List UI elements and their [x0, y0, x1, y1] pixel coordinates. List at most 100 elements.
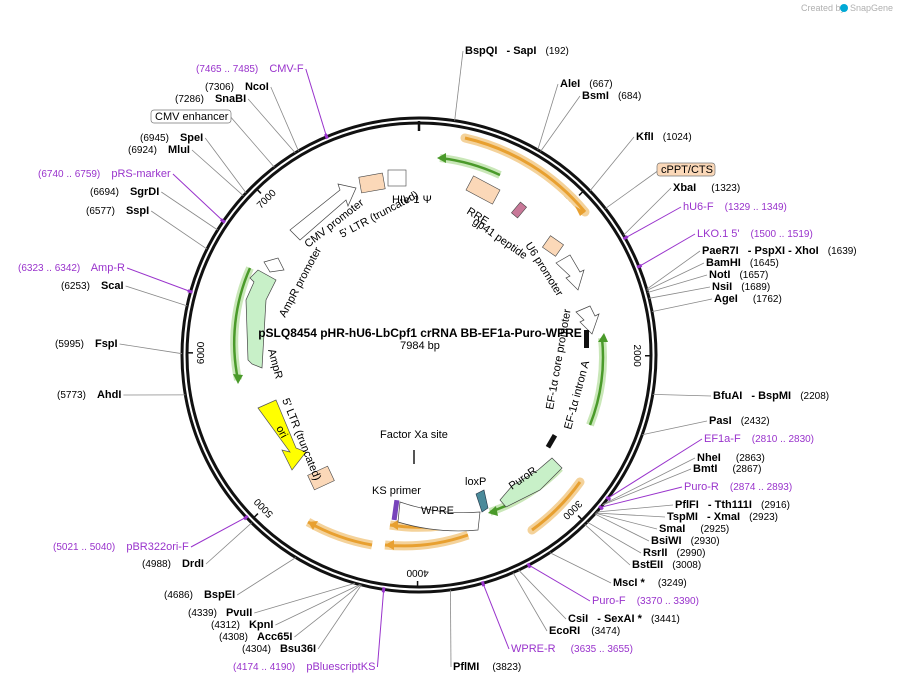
site-leader-line — [638, 233, 696, 267]
ks-primer-marker — [391, 499, 400, 521]
site-leader-line — [549, 552, 612, 584]
green-arc-4-head — [233, 374, 243, 384]
site-label-smai: SmaI (2925) — [659, 523, 729, 535]
site-leader-line — [204, 137, 247, 194]
ltr-box-top — [358, 172, 386, 194]
site-leader-line — [294, 584, 361, 638]
ruler-tick — [252, 513, 259, 519]
site-label-prsmarker: (6740 .. 6759) pRS-marker — [38, 168, 171, 180]
hiv1-psi-label: HIV-1 Ψ — [392, 194, 432, 206]
site-label-ef1af: EF1a-F (2810 .. 2830) — [704, 433, 814, 445]
site-leader-line — [595, 512, 666, 518]
created-by-text: Created by — [801, 3, 846, 13]
site-label-mlui: (6924) MluI — [128, 144, 190, 156]
site-label-pbluescriptks: (4174 .. 4190) pBluescriptKS — [233, 661, 375, 673]
primer-site-marker — [324, 133, 329, 140]
primer-site-marker — [526, 562, 532, 569]
site-label-ecori: EcoRI (3474) — [549, 625, 620, 637]
ltr-box-bottom — [307, 465, 335, 491]
site-label-bmti: BmtI (2867) — [693, 463, 761, 475]
site-leader-line — [589, 136, 635, 192]
plasmid-title: pSLQ8454 pHR-hU6-LbCpf1 crRNA BB-EF1a-Pu… — [258, 326, 582, 352]
site-label-xbai: XbaI (1323) — [673, 182, 740, 194]
ks-primer-label: KS primer — [372, 485, 421, 497]
site-label-sspi: (6577) SspI — [86, 205, 149, 217]
orange-arc-1 — [464, 136, 587, 213]
site-label-cmv-enhancer: CMV enhancer — [155, 111, 229, 123]
green-arc-3-head — [488, 506, 498, 516]
snapgene-watermark: Created by SnapGene — [801, 3, 893, 13]
ruler-tick — [577, 515, 584, 522]
site-label-pbr322orif: (5021 .. 5040) pBR322ori-F — [53, 541, 189, 553]
site-label-bspqi: BspQI - SapI (192) — [465, 45, 569, 57]
gp41-box — [511, 201, 527, 219]
site-leader-line — [275, 584, 361, 626]
site-label-nsii: NsiI (1689) — [712, 281, 770, 293]
site-label-kpni: (4312) KpnI — [211, 619, 273, 631]
ruler-label: 6000 — [196, 341, 207, 364]
site-label-sgrdi: (6694) SgrDI — [90, 186, 159, 198]
site-leader-line — [602, 457, 696, 505]
ef1a-core-promoter-label: EF-1α core promoter — [544, 308, 574, 411]
ruler-tick — [578, 189, 585, 196]
site-leader-line — [247, 98, 296, 154]
site-label-cmvf: (7465 .. 7485) CMV-F — [196, 63, 304, 75]
wpre-label: WPRE — [421, 505, 454, 517]
feature-shapes — [245, 169, 600, 532]
site-leader-line — [454, 50, 464, 121]
ori-arrow — [257, 399, 307, 471]
snapgene-logo-icon — [840, 4, 848, 12]
site-leader-line — [586, 521, 642, 554]
site-label-spei: (6945) SpeI — [140, 132, 203, 144]
site-leader-line — [172, 173, 224, 222]
site-leader-line — [647, 274, 708, 293]
site-leader-line — [584, 524, 631, 566]
loxp-box — [475, 489, 489, 513]
site-label-puror: Puro-R (2874 .. 2893) — [684, 481, 792, 493]
site-leader-line — [317, 584, 362, 650]
site-label-bfuai: BfuAI - BspMI (2208) — [713, 390, 829, 402]
site-label-snabi: (7286) SnaBI — [175, 93, 246, 105]
u6-box — [542, 235, 564, 257]
site-leader-line — [376, 589, 385, 668]
site-leader-line — [595, 512, 658, 530]
site-label-drdi: (4988) DrdI — [142, 558, 204, 570]
ampr-promoter-arrow — [263, 257, 285, 273]
green-arc-2-head — [598, 333, 608, 342]
rre-box — [465, 175, 501, 205]
site-label-pasi: PasI (2432) — [709, 415, 770, 427]
site-leader-line — [190, 516, 247, 548]
ef1a-marker-1 — [584, 330, 589, 348]
site-label-scai: (6253) ScaI — [61, 280, 124, 292]
site-leader-line — [646, 262, 705, 291]
site-leader-line — [642, 420, 708, 436]
site-label-kfli: KflI (1024) — [636, 131, 692, 143]
ef1a-marker-2 — [545, 433, 558, 449]
site-leader-line — [537, 83, 559, 151]
orange-arc-5-head — [308, 521, 318, 530]
loxp-label: loxP — [465, 476, 486, 488]
ampr-promoter-label: AmpR promoter — [277, 245, 324, 319]
site-leader-line — [482, 583, 510, 650]
site-label-wprer: WPRE-R (3635 .. 3655) — [511, 643, 633, 655]
primer-site-marker — [187, 289, 193, 294]
site-label-bsiwi: BsiWI (2930) — [651, 535, 720, 547]
green-arc-4 — [233, 267, 252, 381]
site-leader-line — [607, 438, 703, 499]
site-label-msci: MscI * (3249) — [613, 577, 687, 589]
site-label-purof: Puro-F (3370 .. 3390) — [592, 595, 699, 607]
primer-site-marker — [605, 495, 612, 502]
primer-site-marker — [636, 264, 643, 269]
site-label-ampr: (6323 .. 6342) Amp-R — [18, 262, 125, 274]
primer-site-marker — [598, 504, 604, 511]
site-leader-line — [254, 582, 356, 614]
wpre-box — [397, 501, 481, 532]
green-arc-1-head — [437, 153, 446, 163]
ef1a-core-promoter-arrow — [575, 305, 600, 335]
site-label-pflfi: PflFI - Tth111I (2916) — [675, 499, 790, 511]
site-leader-line — [270, 86, 299, 152]
site-leader-line — [652, 393, 712, 397]
site-leader-line — [649, 286, 711, 299]
site-leaders — [119, 50, 713, 668]
site-leader-line — [126, 267, 191, 293]
